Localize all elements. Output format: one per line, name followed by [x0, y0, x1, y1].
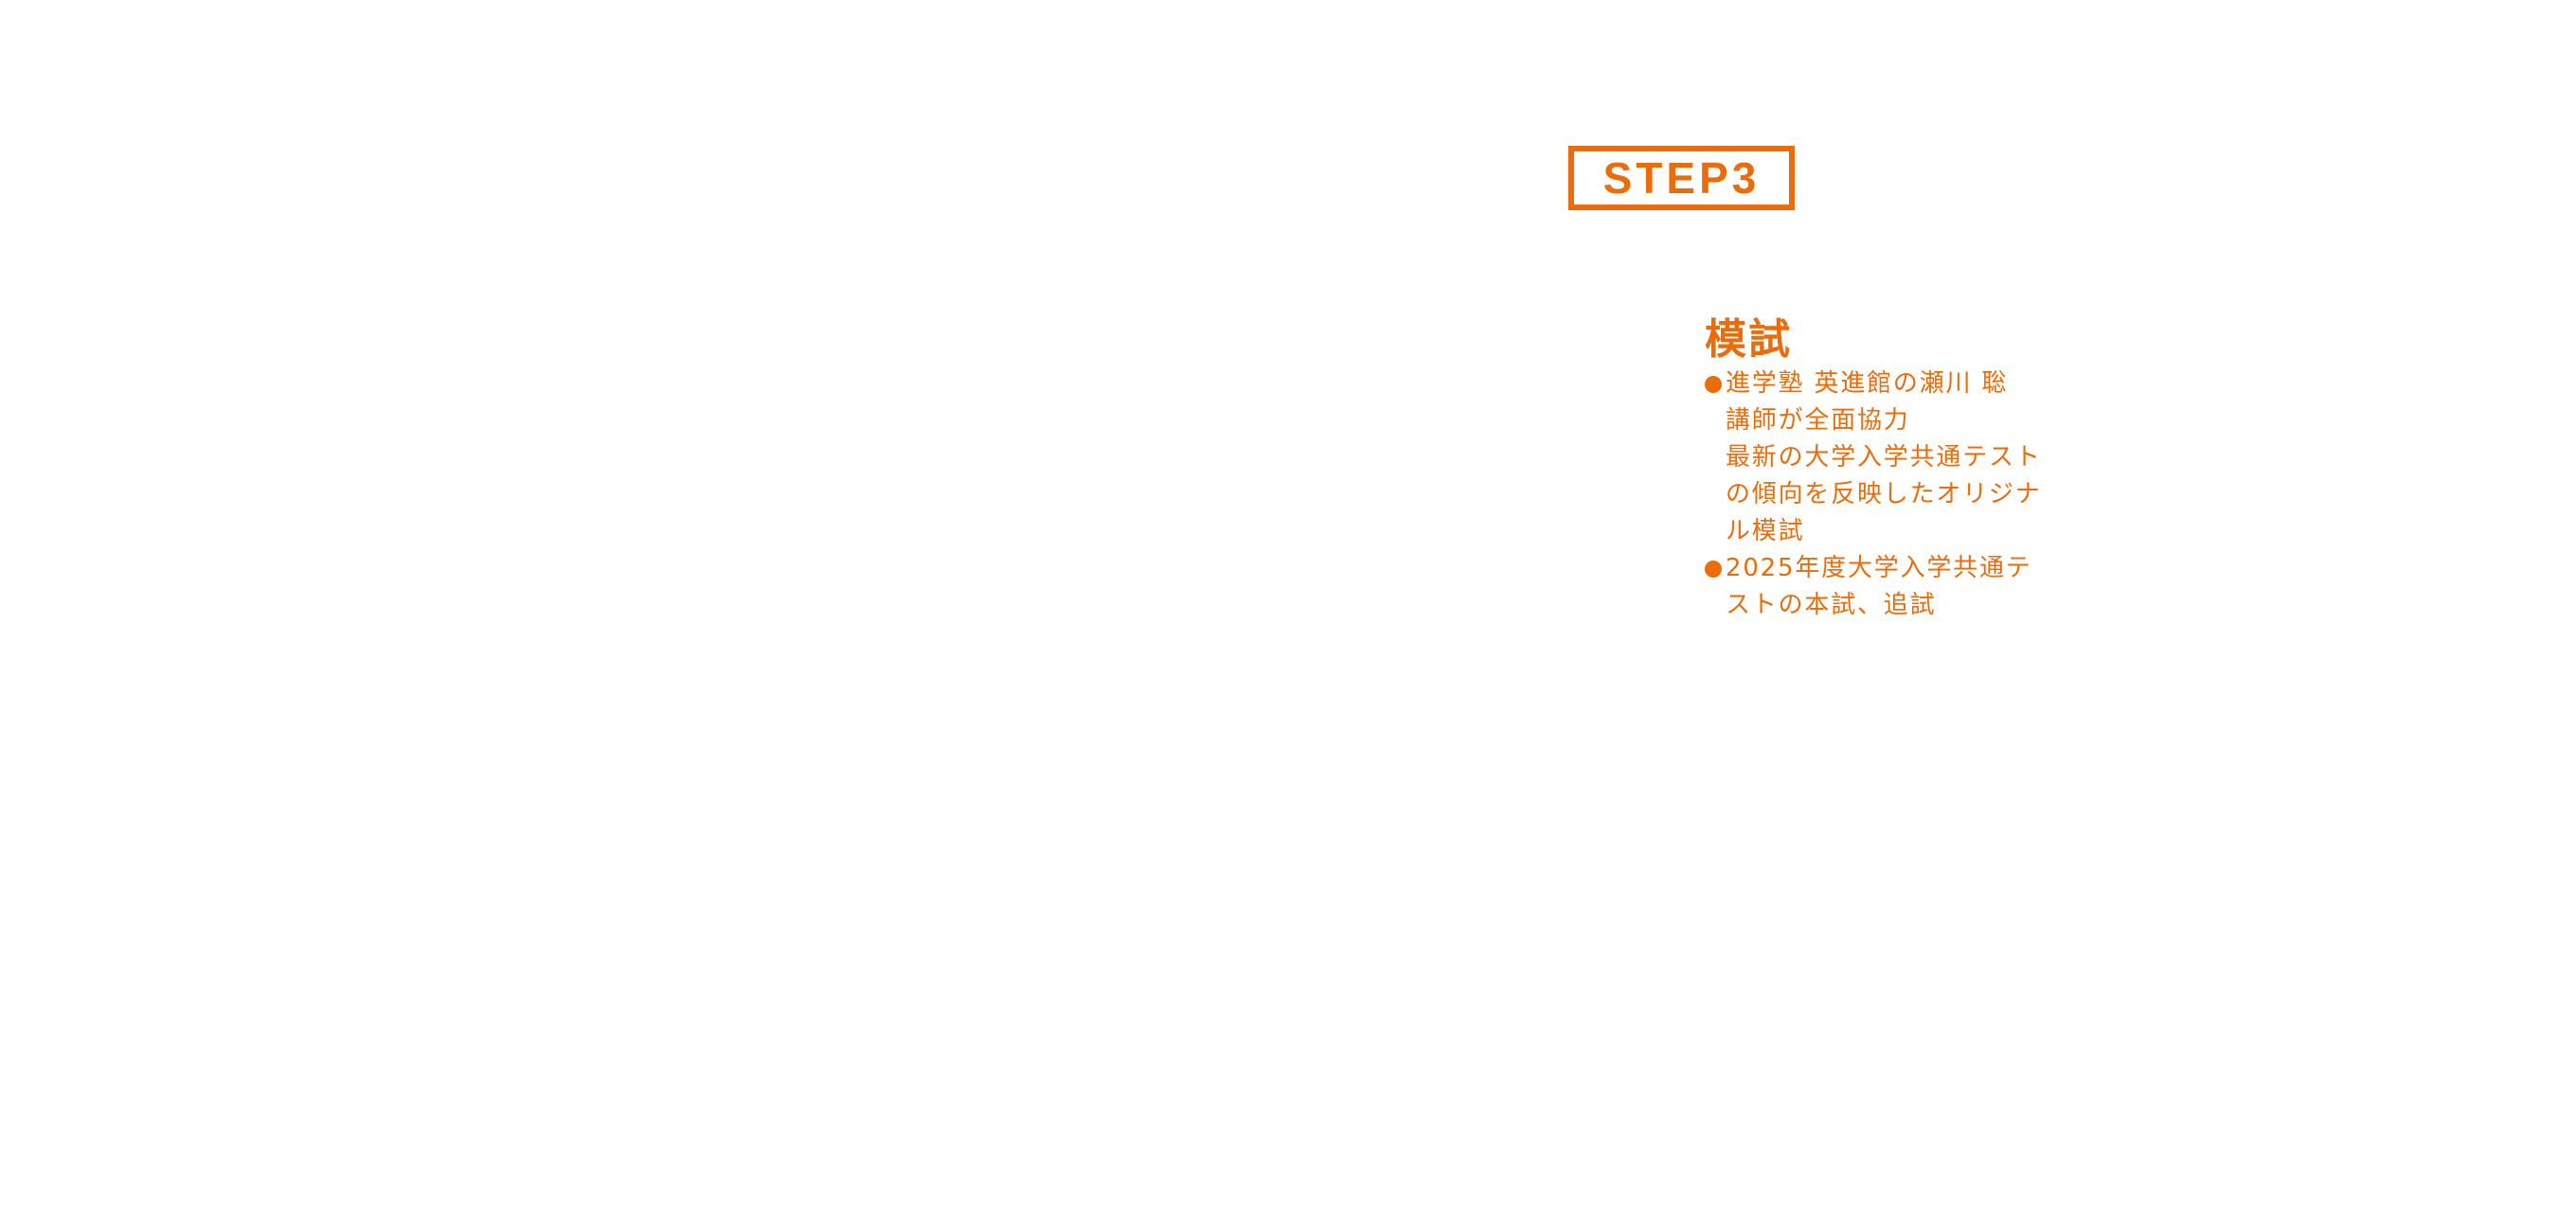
step-badge: STEP3	[1568, 146, 1795, 210]
list-item-line: ル模試	[1726, 517, 1805, 545]
list-item-line: 講師が全面協力	[1726, 406, 1910, 435]
list-item-line: の傾向を反映したオリジナ	[1726, 480, 2042, 508]
list-item-line: ストの本試、追試	[1726, 591, 1937, 619]
feature-list: 進学塾 英進館の瀬川 聡 講師が全面協力 最新の大学入学共通テスト の傾向を反映…	[1705, 365, 2042, 624]
bullet-icon	[1705, 561, 1722, 578]
list-item-line: 2025年度大学入学共通テ	[1726, 554, 2032, 582]
list-item: 進学塾 英進館の瀬川 聡 講師が全面協力 最新の大学入学共通テスト の傾向を反映…	[1705, 365, 2042, 550]
section-title: 模試	[1705, 315, 1792, 364]
bullet-icon	[1705, 376, 1722, 393]
list-item-line: 進学塾 英進館の瀬川 聡	[1726, 369, 2009, 398]
list-item: 2025年度大学入学共通テ ストの本試、追試	[1705, 550, 2042, 624]
list-item-line: 最新の大学入学共通テスト	[1726, 443, 2042, 472]
